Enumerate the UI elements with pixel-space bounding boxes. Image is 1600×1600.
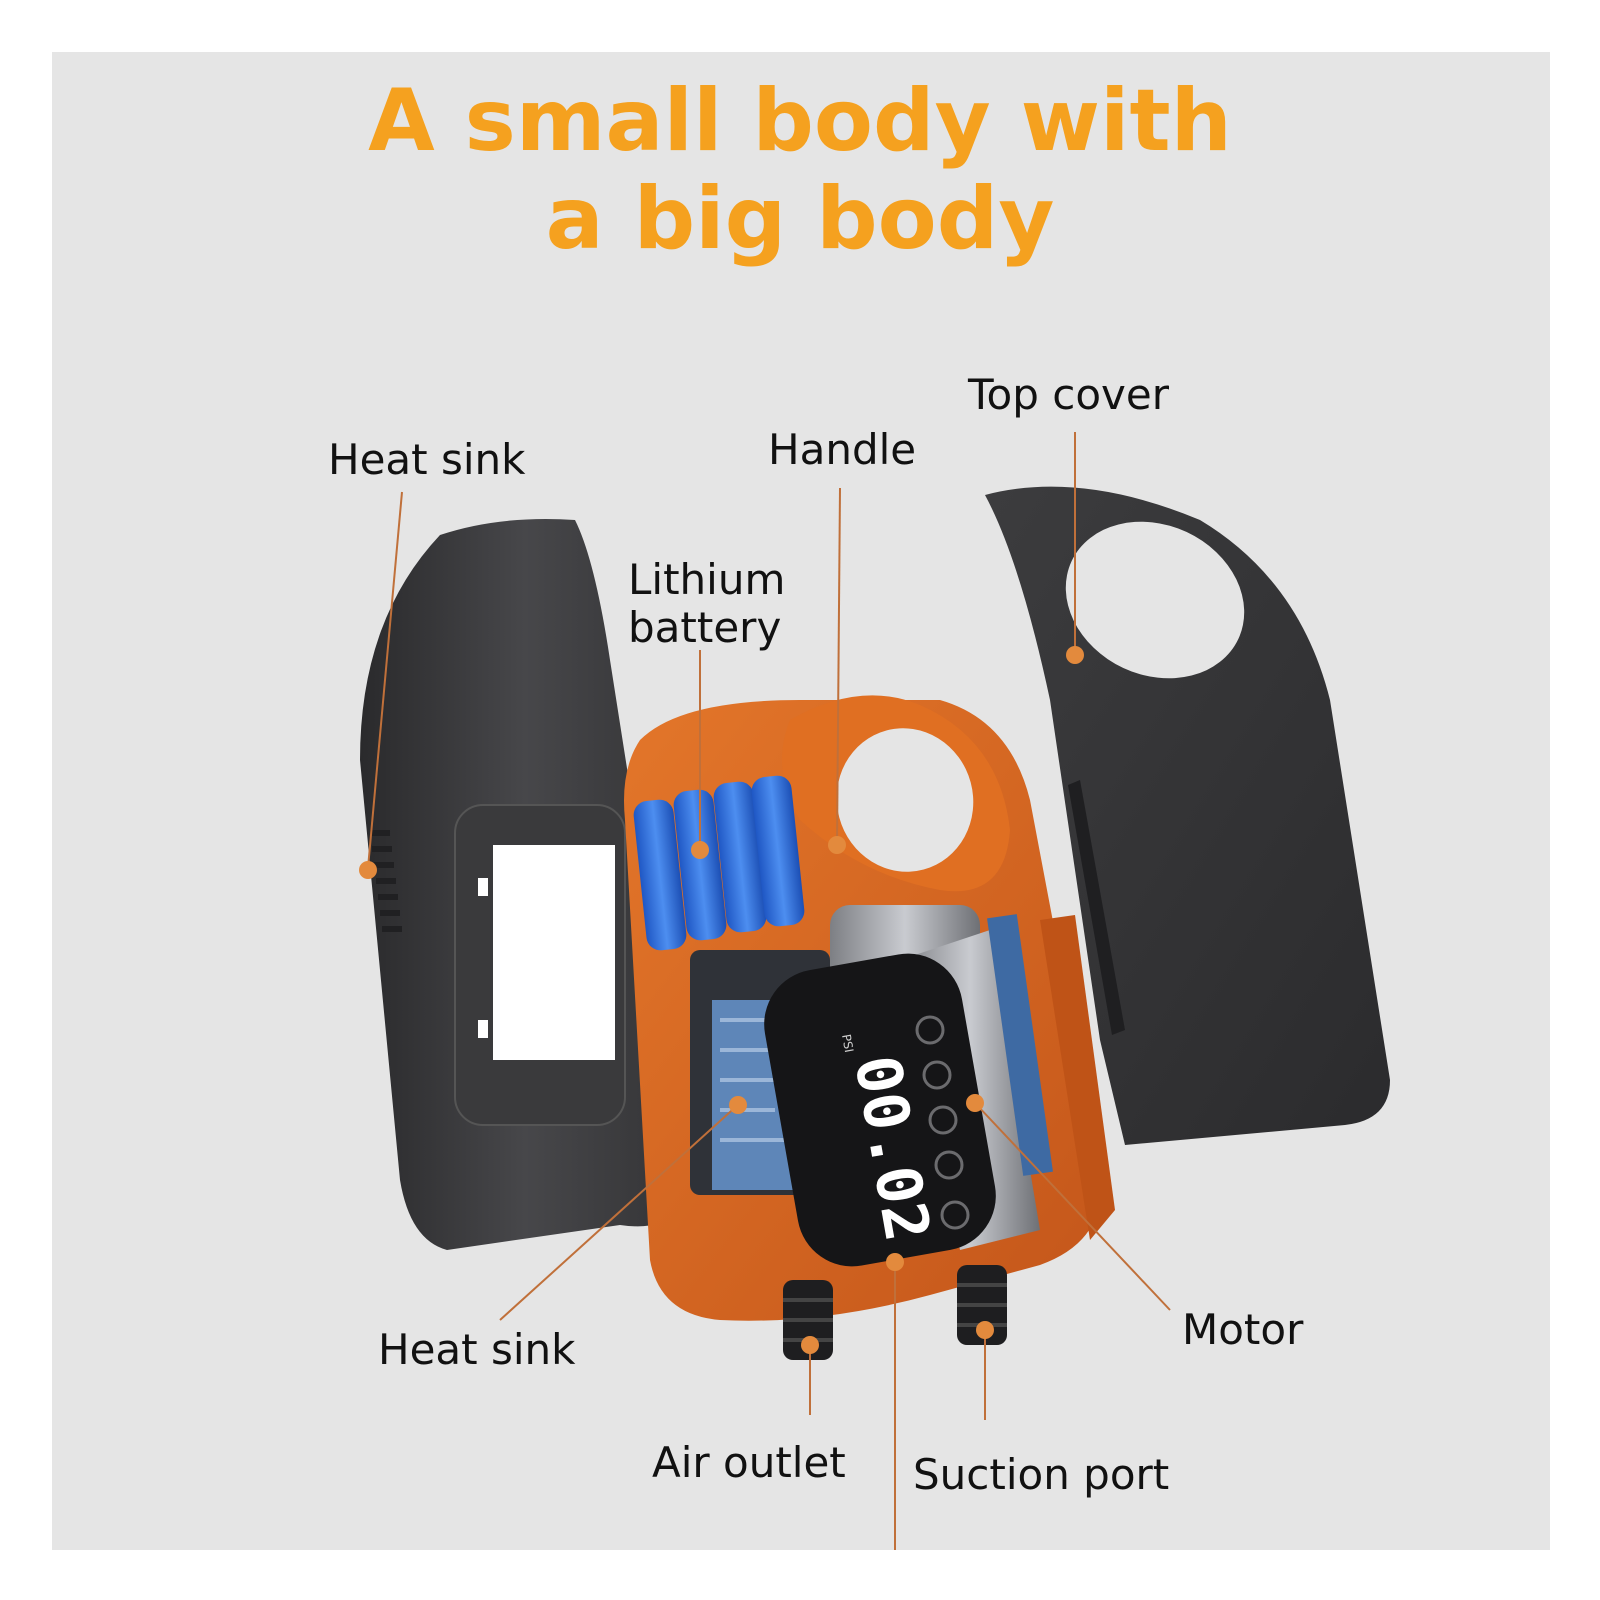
- suction-port: [957, 1265, 1007, 1345]
- leader-dots: [359, 646, 1084, 1354]
- digital-display-panel: 00.02 PSI: [764, 953, 996, 1267]
- headline: A small body with a big body: [0, 72, 1600, 268]
- top-cover-shell: [985, 486, 1390, 1146]
- label-air-outlet: Air outlet: [652, 1438, 846, 1487]
- label-heat-sink-top: Heat sink: [328, 435, 526, 484]
- label-suction-port: Suction port: [913, 1450, 1170, 1499]
- headline-line-1: A small body with: [368, 71, 1232, 171]
- display-unit: PSI: [839, 1033, 856, 1054]
- label-handle: Handle: [768, 425, 917, 474]
- label-top-cover: Top cover: [968, 370, 1169, 419]
- headline-line-2: a big body: [545, 169, 1055, 269]
- label-lithium-battery-line-2: battery: [628, 603, 782, 652]
- label-heat-sink-bottom: Heat sink: [378, 1325, 576, 1374]
- lithium-battery-pack: [633, 775, 805, 951]
- left-heat-sink-shell: [360, 519, 690, 1250]
- leader-lines: [367, 432, 1171, 1550]
- label-lithium-battery-line-1: Lithium: [628, 555, 786, 604]
- label-motor: Motor: [1182, 1305, 1304, 1354]
